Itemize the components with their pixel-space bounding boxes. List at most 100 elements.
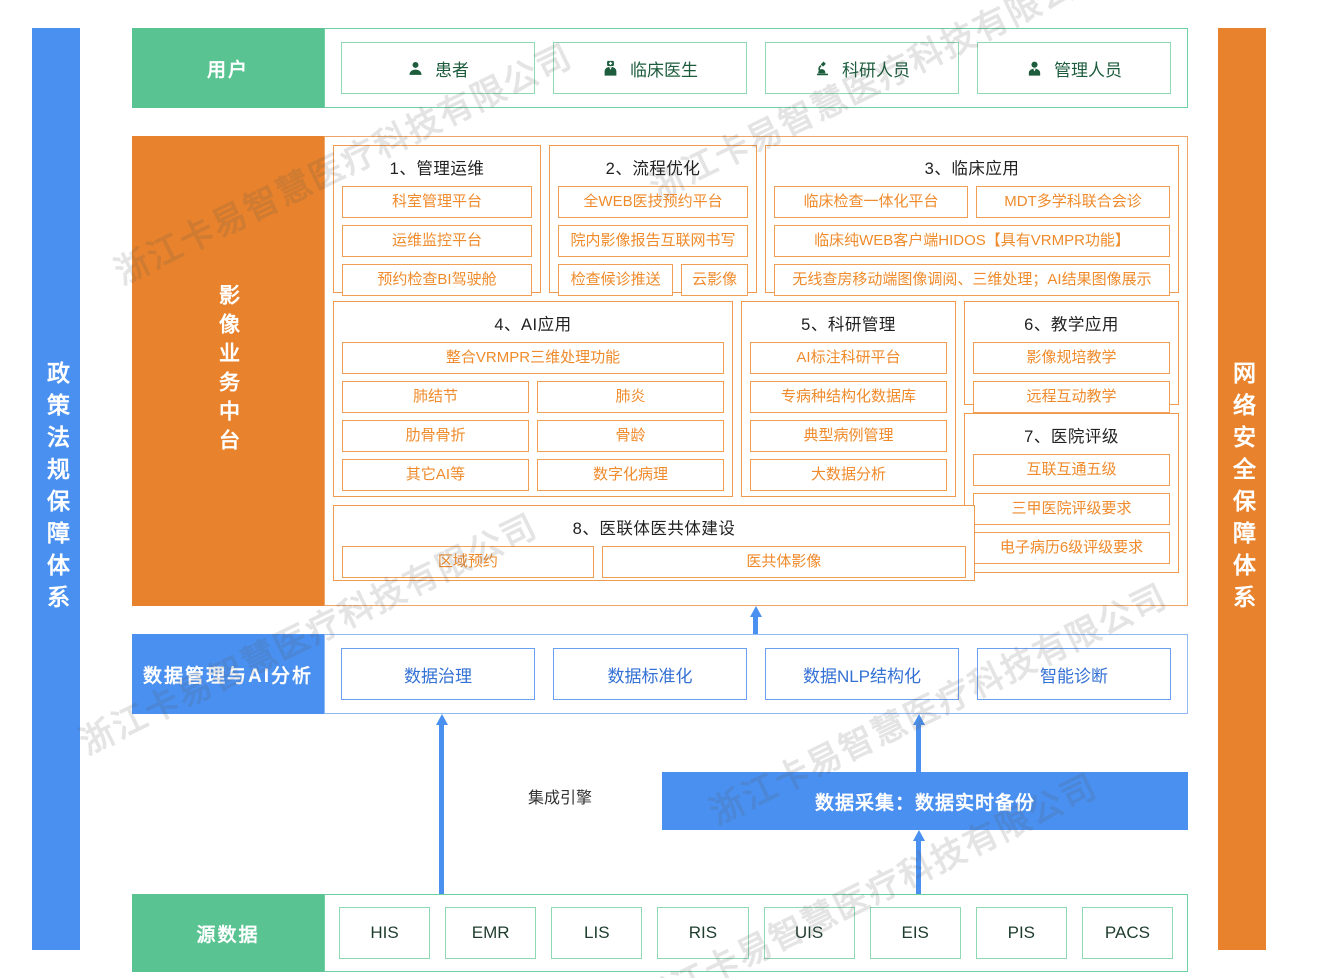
source-chip-lis[interactable]: LIS [551, 907, 643, 959]
group-title: 4、AI应用 [494, 316, 572, 334]
platform-item[interactable]: MDT多学科联合会诊 [976, 186, 1170, 218]
user-chip-label: 患者 [435, 60, 469, 80]
platform-item[interactable]: 典型病例管理 [750, 420, 947, 452]
user-chip-label: 管理人员 [1054, 60, 1122, 80]
platform-item[interactable]: 无线查房移动端图像调阅、三维处理；AI结果图像展示 [774, 264, 1170, 296]
doctor-icon [602, 60, 619, 77]
architecture-stage: 用户 患者 [132, 28, 1188, 972]
user-chip-researcher[interactable]: 科研人员 [765, 42, 959, 94]
platform-item[interactable]: 电子病历6级评级要求 [973, 532, 1170, 564]
source-data-band-label: 源数据 [132, 894, 324, 972]
users-band-label: 用户 [132, 28, 324, 108]
platform-item[interactable]: 院内影像报告互联网书写 [558, 225, 748, 257]
user-chip-patient[interactable]: 患者 [341, 42, 535, 94]
platform-item[interactable]: 科室管理平台 [342, 186, 532, 218]
users-list: 患者 临床医生 [324, 28, 1188, 108]
platform-groups: 1、管理运维 科室管理平台 运维监控平台 预约检查BI驾驶舱 2、流程优化 全W… [324, 136, 1188, 606]
group-title: 1、管理运维 [389, 160, 485, 178]
platform-item[interactable]: 数字化病理 [537, 459, 724, 491]
source-chip-pacs[interactable]: PACS [1081, 907, 1173, 959]
group-title: 3、临床应用 [924, 160, 1020, 178]
group-clinical-application: 3、临床应用 临床检查一体化平台 MDT多学科联合会诊 临床纯WEB客户端HID… [765, 145, 1179, 296]
platform-item[interactable]: 临床纯WEB客户端HIDOS【具有VRMPR功能】 [774, 225, 1170, 257]
platform-item[interactable]: 远程互动教学 [973, 381, 1170, 413]
platform-item[interactable]: 运维监控平台 [342, 225, 532, 257]
arrow-source-to-collection [913, 830, 925, 894]
platform-item[interactable]: 三甲医院评级要求 [973, 493, 1170, 525]
platform-item[interactable]: 临床检查一体化平台 [774, 186, 968, 218]
users-band: 用户 患者 [132, 28, 1188, 108]
microscope-icon [814, 60, 831, 77]
arrow-shaft [916, 838, 921, 894]
platform-item[interactable]: 肺结节 [342, 381, 529, 413]
platform-item[interactable]: AI标注科研平台 [750, 342, 947, 374]
arrow-shaft [916, 722, 921, 772]
arrow-head-icon [913, 714, 925, 725]
data-management-band: 数据管理与AI分析 数据治理 数据标准化 数据NLP结构化 智能诊断 [132, 634, 1188, 714]
source-data-band: 源数据 HIS EMR LIS RIS UIS EIS PIS PACS [132, 894, 1188, 972]
platform-item[interactable]: 整合VRMPR三维处理功能 [342, 342, 724, 374]
group-ai-application: 4、AI应用 整合VRMPR三维处理功能 肺结节 肺炎 肋骨骨折 骨龄 其它AI… [333, 301, 733, 497]
data-chip-standardization[interactable]: 数据标准化 [553, 648, 747, 700]
user-chip-clinician[interactable]: 临床医生 [553, 42, 747, 94]
network-security-label: 网络安全保障体系 [1229, 361, 1256, 617]
platform-item[interactable]: 全WEB医技预约平台 [558, 186, 748, 218]
platform-item[interactable]: 医共体影像 [601, 546, 966, 578]
user-chip-administrator[interactable]: 管理人员 [977, 42, 1171, 94]
source-chip-emr[interactable]: EMR [445, 907, 537, 959]
platform-item[interactable]: 大数据分析 [750, 459, 947, 491]
platform-item[interactable]: 区域预约 [342, 546, 594, 578]
integration-engine-label: 集成引擎 [527, 790, 592, 807]
group-title: 8、医联体医共体建设 [572, 520, 736, 538]
platform-item[interactable]: 肋骨骨折 [342, 420, 529, 452]
source-chip-pis[interactable]: PIS [975, 907, 1067, 959]
source-chip-uis[interactable]: UIS [763, 907, 855, 959]
user-chip-label: 科研人员 [842, 60, 910, 80]
group-title: 2、流程优化 [605, 160, 701, 178]
platform-item[interactable]: 预约检查BI驾驶舱 [342, 264, 532, 296]
arrow-head-icon [436, 714, 448, 725]
platform-item[interactable]: 影像规培教学 [973, 342, 1170, 374]
arrow-collection-to-data [913, 714, 925, 772]
data-management-list: 数据治理 数据标准化 数据NLP结构化 智能诊断 [324, 634, 1188, 714]
platform-item[interactable]: 专病种结构化数据库 [750, 381, 947, 413]
imaging-platform-band: 影像业务中台 1、管理运维 科室管理平台 运维监控平台 预约检查BI驾驶舱 2、… [132, 136, 1188, 606]
arrow-integration-engine [436, 714, 448, 894]
platform-item[interactable]: 检查候诊推送 [558, 264, 674, 296]
imaging-platform-band-label: 影像业务中台 [132, 136, 324, 606]
group-medical-alliance: 8、医联体医共体建设 区域预约 医共体影像 [333, 505, 975, 581]
group-column-teaching-rating: 6、教学应用 影像规培教学 远程互动教学 7、医院评级 互联互通五级 三甲医院评… [964, 301, 1179, 573]
data-chip-governance[interactable]: 数据治理 [341, 648, 535, 700]
data-chip-intelligent-diagnosis[interactable]: 智能诊断 [977, 648, 1171, 700]
platform-item[interactable]: 肺炎 [537, 381, 724, 413]
group-title: 5、科研管理 [801, 316, 896, 334]
platform-item[interactable]: 云影像 [681, 264, 748, 296]
data-chip-nlp[interactable]: 数据NLP结构化 [765, 648, 959, 700]
source-chip-eis[interactable]: EIS [869, 907, 961, 959]
arrow-head-icon [750, 606, 762, 617]
platform-item[interactable]: 其它AI等 [342, 459, 529, 491]
group-research-management: 5、科研管理 AI标注科研平台 专病种结构化数据库 典型病例管理 大数据分析 [741, 301, 956, 497]
data-collection-box: 数据采集：数据实时备份 [662, 772, 1188, 830]
imaging-platform-label-text: 影像业务中台 [216, 284, 240, 458]
group-title: 7、医院评级 [1024, 428, 1119, 446]
platform-item[interactable]: 骨龄 [537, 420, 724, 452]
user-chip-label: 临床医生 [630, 60, 698, 80]
group-management-ops: 1、管理运维 科室管理平台 运维监控平台 预约检查BI驾驶舱 [333, 145, 541, 296]
platform-item[interactable]: 互联互通五级 [973, 454, 1170, 486]
group-process-optimization: 2、流程优化 全WEB医技预约平台 院内影像报告互联网书写 检查候诊推送 云影像 [549, 145, 757, 296]
policy-regulation-label: 政策法规保障体系 [43, 361, 70, 617]
integration-zone: 集成引擎 数据采集：数据实时备份 [132, 714, 1188, 894]
network-security-sidebar: 网络安全保障体系 [1218, 28, 1266, 950]
manager-icon [1026, 60, 1043, 77]
arrow-shaft [439, 722, 444, 894]
patient-icon [407, 60, 424, 77]
group-hospital-rating: 7、医院评级 互联互通五级 三甲医院评级要求 电子病历6级评级要求 [964, 413, 1179, 573]
source-chip-his[interactable]: HIS [339, 907, 431, 959]
group-title: 6、教学应用 [1024, 316, 1119, 334]
source-data-list: HIS EMR LIS RIS UIS EIS PIS PACS [324, 894, 1188, 972]
group-teaching-application: 6、教学应用 影像规培教学 远程互动教学 [964, 301, 1179, 413]
arrow-shaft [753, 614, 758, 634]
source-chip-ris[interactable]: RIS [657, 907, 749, 959]
policy-regulation-sidebar: 政策法规保障体系 [32, 28, 80, 950]
